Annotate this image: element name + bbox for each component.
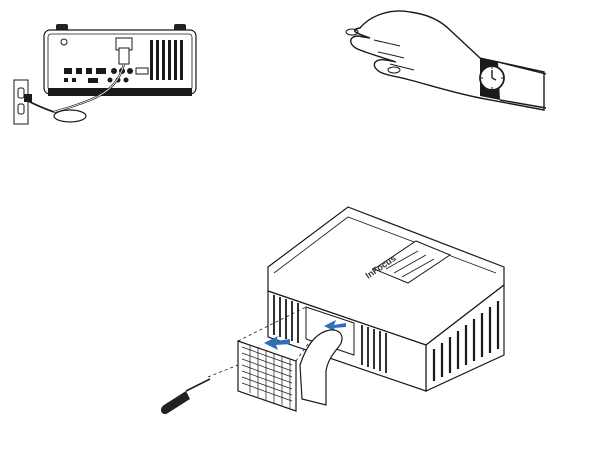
filter-removal-illustration: InFocus [150, 195, 550, 449]
projector-base-strip [48, 88, 192, 96]
air-filter-icon [238, 341, 296, 411]
screwdriver-handle-icon [161, 391, 190, 414]
wait-illustration [330, 0, 596, 115]
wall-outlet-icon [14, 80, 32, 124]
hand-icon [351, 11, 544, 110]
projector-rear-power-plug-icon [0, 0, 230, 140]
hand-wristwatch-icon [330, 0, 596, 115]
projector-filter-screwdriver-icon: InFocus [150, 195, 550, 449]
power-plug-icon [119, 48, 129, 64]
screwdriver-shaft-icon [186, 379, 210, 391]
power-cord-illustration [0, 0, 230, 140]
